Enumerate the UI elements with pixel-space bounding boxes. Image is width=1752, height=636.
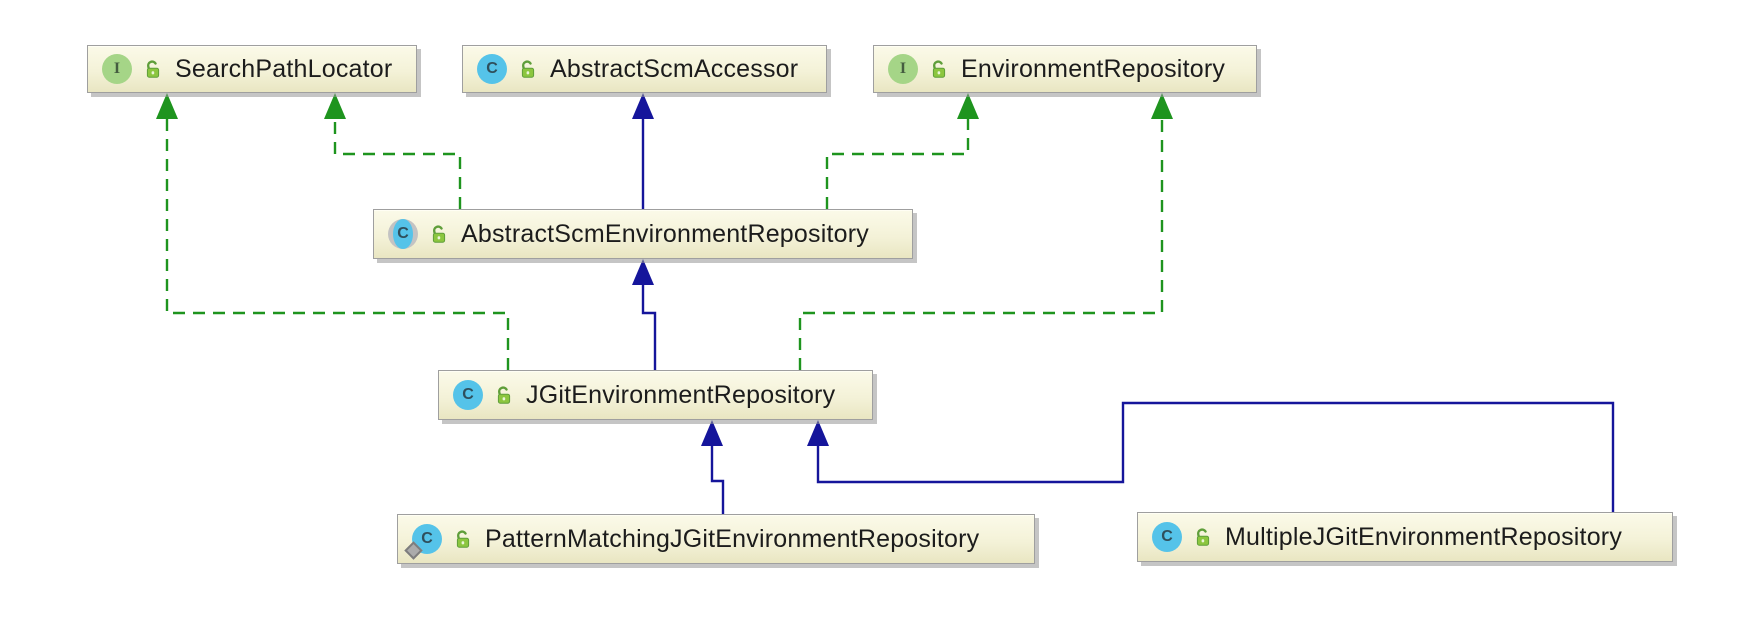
uml-node-pattern-matching-jgit-environment-repository[interactable]: C PatternMatchingJGitEnvironmentRepositor… [397, 514, 1035, 564]
icon-letter: I [113, 60, 121, 77]
icon-letter: C [421, 530, 433, 547]
icon-letter: C [486, 60, 498, 77]
icon-letter: C [397, 225, 409, 242]
class-name-label: JGitEnvironmentRepository [526, 380, 836, 409]
edge-abstractscmenvironmentrepository-implements-environmentrepository [825, 93, 979, 209]
edge-line [798, 119, 1164, 370]
inheritance-arrowhead-icon [632, 93, 654, 119]
public-lock-icon [929, 59, 948, 80]
public-lock-icon [494, 385, 513, 406]
class-name-label: SearchPathLocator [175, 54, 393, 83]
edge-jgitenvironmentrepository-implements-searchpathlocator [156, 93, 510, 370]
realization-arrowhead-icon [1151, 93, 1173, 119]
class-icon: C [453, 380, 483, 410]
public-lock-icon [518, 59, 537, 80]
uml-node-abstract-scm-accessor[interactable]: C AbstractScmAccessor [462, 45, 827, 93]
realization-arrowhead-icon [324, 93, 346, 119]
uml-node-search-path-locator[interactable]: I SearchPathLocator [87, 45, 417, 93]
edge-jgitenvironmentrepository-extends-abstractscmenvironmentrepository [632, 259, 657, 370]
uml-node-jgit-environment-repository[interactable]: C JGitEnvironmentRepository [438, 370, 873, 420]
icon-letter: C [462, 386, 474, 403]
public-lock-icon [453, 529, 472, 550]
class-name-label: AbstractScmAccessor [550, 54, 799, 83]
edge-line [816, 401, 1615, 512]
uml-node-multiple-jgit-environment-repository[interactable]: C MultipleJGitEnvironmentRepository [1137, 512, 1673, 562]
icon-letter: I [899, 60, 907, 77]
edge-jgitenvironmentrepository-implements-environmentrepository [798, 93, 1173, 370]
realization-arrowhead-icon [156, 93, 178, 119]
edge-line [825, 119, 970, 209]
edge-abstractscmenvironmentrepository-implements-searchpathlocator [324, 93, 462, 209]
abstract-class-overlay [393, 219, 413, 249]
class-name-label: EnvironmentRepository [961, 54, 1226, 83]
class-icon: C [404, 524, 442, 560]
class-icon: C [1152, 522, 1182, 552]
inheritance-arrowhead-icon [807, 420, 829, 446]
edge-line [641, 285, 657, 370]
edge-multiplejgitenvironmentrepository-extends-jgitenvironmentrepository [807, 401, 1615, 512]
realization-arrowhead-icon [957, 93, 979, 119]
edge-line [710, 446, 725, 514]
interface-icon: I [102, 54, 132, 84]
inheritance-arrowhead-icon [701, 420, 723, 446]
edge-patternmatchingjgitenvironmentrepository-extends-jgitenvironmentrepository [701, 420, 725, 514]
diamond-badge-icon [404, 541, 423, 560]
class-name-label: AbstractScmEnvironmentRepository [461, 219, 869, 248]
icon-letter: C [1161, 528, 1173, 545]
edge-line [165, 119, 510, 370]
public-lock-icon [1193, 527, 1212, 548]
inheritance-arrowhead-icon [632, 259, 654, 285]
public-lock-icon [429, 224, 448, 245]
edge-line [333, 119, 462, 209]
uml-node-environment-repository[interactable]: I EnvironmentRepository [873, 45, 1257, 93]
interface-icon: I [888, 54, 918, 84]
edge-abstractscmenvironmentrepository-extends-abstractscmaccessor [632, 93, 654, 209]
class-icon: C [477, 54, 507, 84]
class-name-label: PatternMatchingJGitEnvironmentRepository [485, 524, 980, 553]
class-name-label: MultipleJGitEnvironmentRepository [1225, 522, 1623, 551]
abstract-class-icon: C [388, 219, 418, 249]
uml-node-abstract-scm-environment-repository[interactable]: C AbstractScmEnvironmentRepository [373, 209, 913, 259]
public-lock-icon [143, 59, 162, 80]
